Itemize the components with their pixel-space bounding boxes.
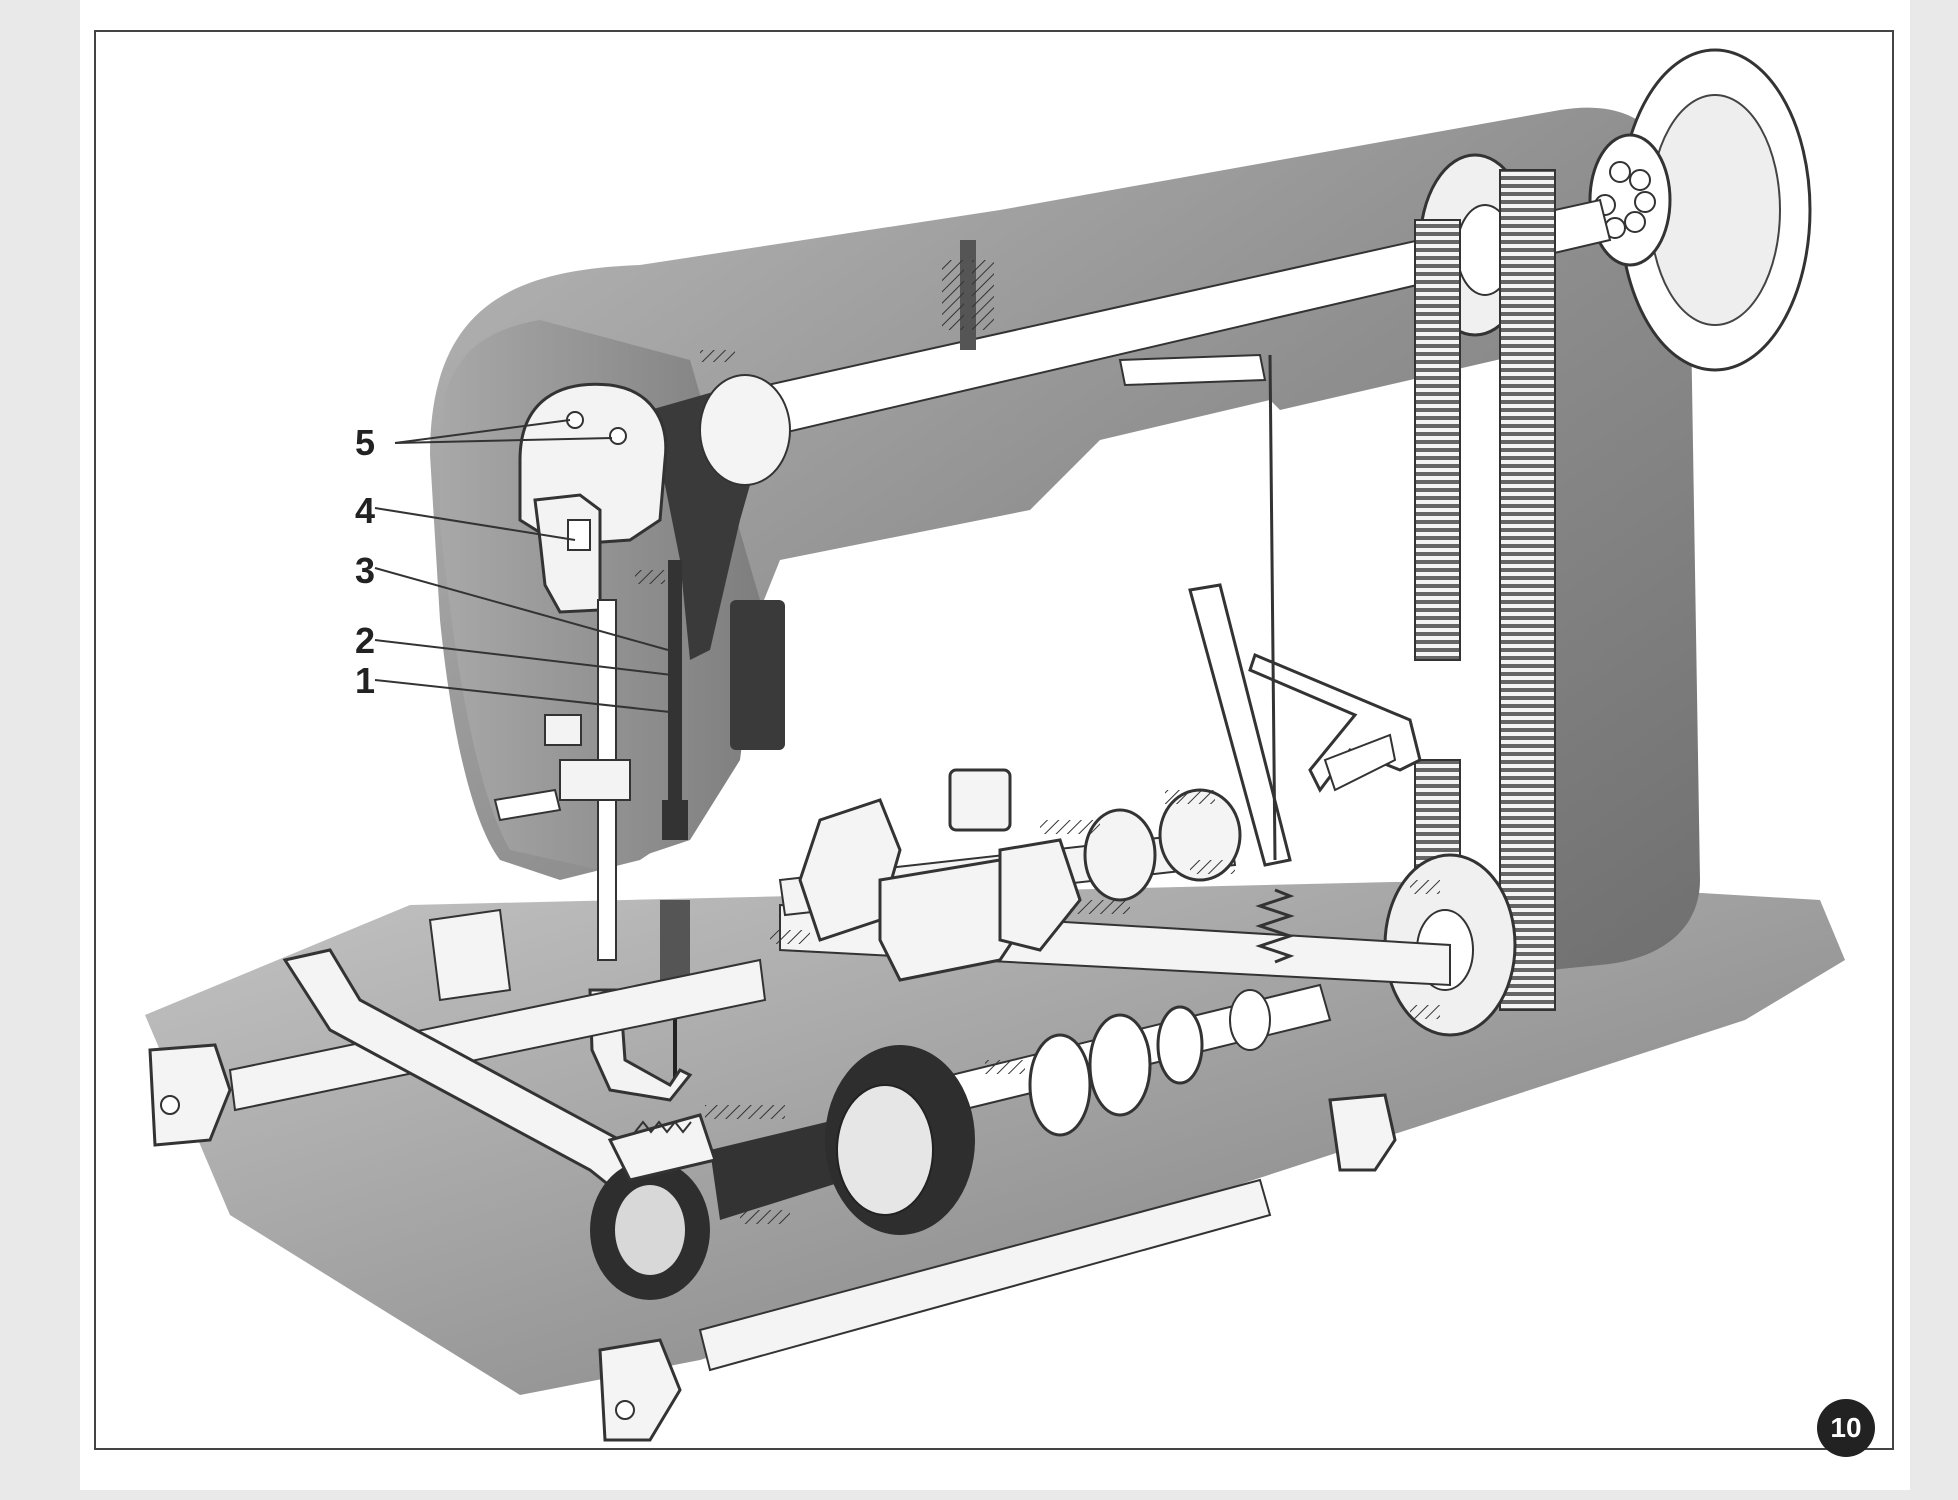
bell-crank (1188, 583, 1292, 867)
callout-2: 2 (355, 620, 376, 661)
front-shaft (698, 1178, 1272, 1372)
leader-5a (394, 419, 571, 444)
left-bracket (148, 1043, 232, 1147)
leader-1 (374, 679, 671, 713)
page-number-badge: 10 (1817, 1399, 1875, 1457)
crank-block (730, 600, 785, 750)
leader-5b (394, 437, 613, 444)
tension-spring (1255, 888, 1295, 964)
leader-2 (374, 639, 673, 676)
cam-assembly (798, 768, 1242, 982)
callout-leaders (374, 419, 673, 713)
gear-coupling (1028, 1005, 1204, 1137)
callout-3: 3 (355, 550, 376, 591)
front-bracket-right (1328, 1093, 1397, 1172)
fixed-point-markers (635, 350, 1440, 1224)
machine-arm (430, 107, 1700, 981)
callout-5: 5 (355, 422, 376, 463)
worm-spring-lower (1229, 989, 1271, 1051)
presser-lever (1323, 733, 1397, 792)
leader-4 (374, 507, 576, 541)
faceplate-screw-bottom (609, 427, 627, 445)
left-shaft (228, 958, 767, 1112)
feed-dog (607, 1113, 717, 1182)
toothed-belt (1499, 169, 1556, 1011)
callout-4: 4 (355, 490, 376, 531)
needle-bar (668, 560, 682, 820)
bearing-balls-top (1594, 161, 1656, 239)
arm-opening (830, 520, 1150, 800)
leader-3 (374, 567, 669, 651)
callout-1: 1 (355, 660, 376, 701)
